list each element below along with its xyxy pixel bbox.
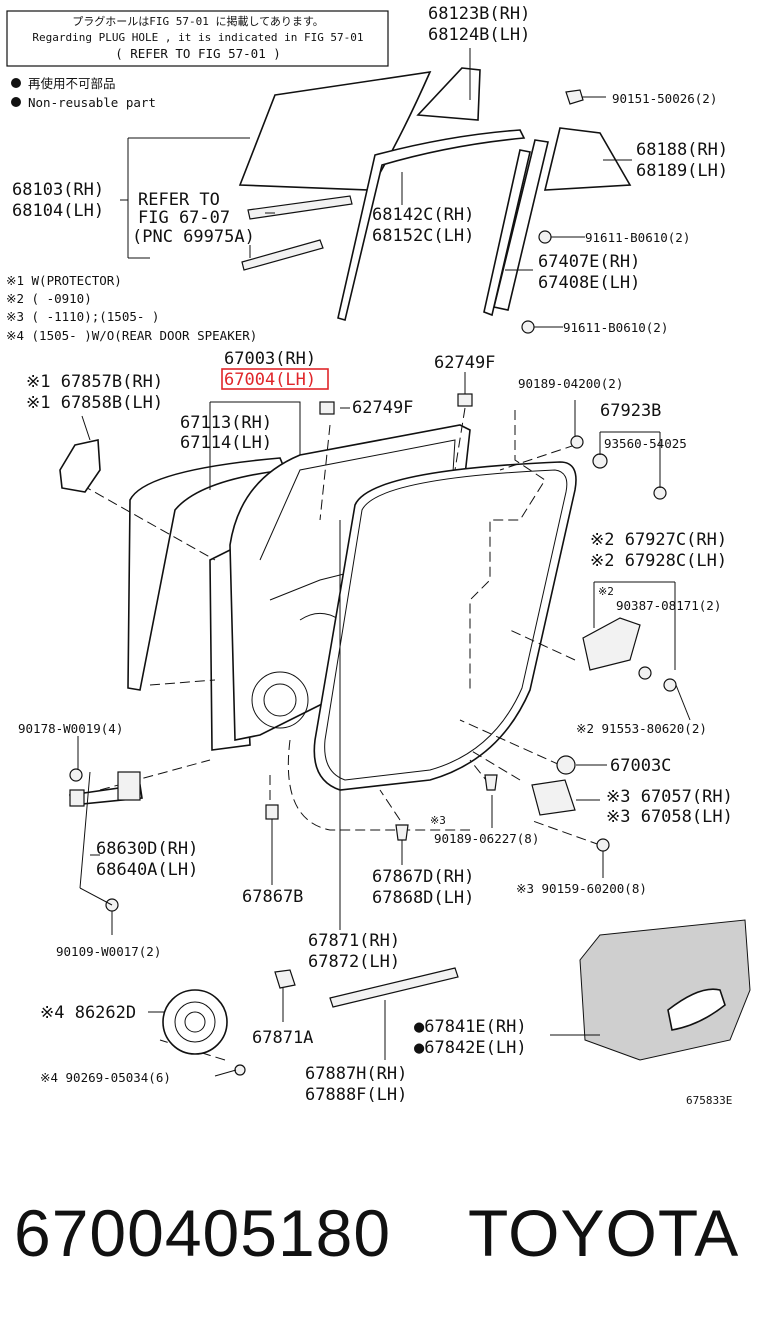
label-67888F: 67888F(LH) xyxy=(305,1085,407,1105)
label-67408E: 67408E(LH) xyxy=(538,273,640,293)
label-67842E: ●67842E(LH) xyxy=(414,1038,527,1058)
label-67887H: 67887H(RH) xyxy=(305,1064,407,1084)
label-68123B: 68123B(RH) xyxy=(428,4,530,24)
label-91611-a: 91611-B0610(2) xyxy=(585,230,690,245)
label-90109: 90109-W0017(2) xyxy=(56,944,161,959)
label-67003: 67003(RH) xyxy=(224,349,316,369)
brand-name: TOYOTA xyxy=(468,1196,740,1270)
label-67114: 67114(LH) xyxy=(180,433,272,453)
label-90189-b: 90189-06227(8) xyxy=(434,831,539,846)
label-68124B: 68124B(LH) xyxy=(428,25,530,45)
refer-line-2: FIG 67-07 xyxy=(138,208,230,228)
notes: ※1 W(PROTECTOR) ※2 ( -0910) ※3 ( -1110);… xyxy=(6,273,257,343)
protector-part xyxy=(59,439,101,493)
label-67057: ※3 67057(RH) xyxy=(606,787,733,807)
legend-jp: 再使用不可部品 xyxy=(28,76,116,91)
label-67113: 67113(RH) xyxy=(180,413,272,433)
refer-line-3: (PNC 69975A) xyxy=(132,227,255,247)
label-67923B: 67923B xyxy=(600,401,661,421)
note-2: ※2 ( -0910) xyxy=(6,291,92,306)
label-90269: ※4 90269-05034(6) xyxy=(40,1070,171,1085)
door-glass xyxy=(238,67,632,321)
notice-refer: ( REFER TO FIG 57-01 ) xyxy=(115,46,281,61)
label-68630D: 68630D(RH) xyxy=(96,839,198,859)
part-number: 6700405180 xyxy=(14,1196,392,1270)
label-67867D: 67867D(RH) xyxy=(372,867,474,887)
label-67872: 67872(LH) xyxy=(308,952,400,972)
note-3: ※3 ( -1110);(1505- ) xyxy=(6,309,159,324)
label-90178: 90178-W0019(4) xyxy=(18,721,123,736)
legend-dot-icon xyxy=(11,97,21,107)
label-90189-b-mark: ※3 xyxy=(430,814,446,827)
notice-line-en: Regarding PLUG HOLE , it is indicated in… xyxy=(32,31,363,44)
label-67858B: ※1 67858B(LH) xyxy=(26,393,163,413)
label-90387-mark: ※2 xyxy=(598,585,614,598)
door-weatherstrip xyxy=(313,461,577,791)
legend: 再使用不可部品 Non-reusable part xyxy=(11,76,156,110)
label-67927C: ※2 67927C(RH) xyxy=(590,530,727,550)
speaker-part xyxy=(162,989,228,1055)
label-68152C: 68152C(LH) xyxy=(372,226,474,246)
label-67867B: 67867B xyxy=(242,887,303,907)
label-90189-a: 90189-04200(2) xyxy=(518,376,623,391)
note-1: ※1 W(PROTECTOR) xyxy=(6,273,122,288)
leader-lines xyxy=(77,48,691,1077)
figure-code: 675833E xyxy=(686,1094,732,1107)
label-67004-highlighted: 67004(LH) xyxy=(224,370,316,390)
label-68104: 68104(LH) xyxy=(12,201,104,221)
label-93560: 93560-54025 xyxy=(604,436,687,451)
label-68640A: 68640A(LH) xyxy=(96,860,198,880)
parts-diagram: プラグホールはFIG 57-01 に掲載してあります。 Regarding PL… xyxy=(6,4,751,1107)
belt-moulding xyxy=(274,967,459,1008)
label-68103: 68103(RH) xyxy=(12,180,104,200)
lock-part xyxy=(531,617,641,816)
refer-line-1: REFER TO xyxy=(138,190,220,210)
label-91611-b: 91611-B0610(2) xyxy=(563,320,668,335)
label-90159: ※3 90159-60200(8) xyxy=(516,881,647,896)
label-68188: 68188(RH) xyxy=(636,140,728,160)
label-67841E: ●67841E(RH) xyxy=(414,1017,527,1037)
label-68189: 68189(LH) xyxy=(636,161,728,181)
label-67058: ※3 67058(LH) xyxy=(606,807,733,827)
highlight-box xyxy=(221,368,329,390)
label-91553: ※2 91553-80620(2) xyxy=(576,721,707,736)
label-67871: 67871(RH) xyxy=(308,931,400,951)
notice-box: プラグホールはFIG 57-01 に掲載してあります。 Regarding PL… xyxy=(6,10,389,67)
part-labels: 68123B(RH) 68124B(LH) 90151-50026(2) 681… xyxy=(12,4,733,1107)
label-90151: 90151-50026(2) xyxy=(612,91,717,106)
legend-en: Non-reusable part xyxy=(28,95,156,110)
label-67871A: 67871A xyxy=(252,1028,313,1048)
label-67857B: ※1 67857B(RH) xyxy=(26,372,163,392)
label-90387: 90387-08171(2) xyxy=(616,598,721,613)
service-hole-cover xyxy=(579,919,751,1061)
label-67868D: 67868D(LH) xyxy=(372,888,474,908)
label-67928C: ※2 67928C(LH) xyxy=(590,551,727,571)
label-67407E: 67407E(RH) xyxy=(538,252,640,272)
label-62749F-b: 62749F xyxy=(352,398,413,418)
note-4: ※4 (1505- )W/O(REAR DOOR SPEAKER) xyxy=(6,328,257,343)
label-62749F-a: 62749F xyxy=(434,353,495,373)
label-67003C: 67003C xyxy=(610,756,671,776)
label-68142C: 68142C(RH) xyxy=(372,205,474,225)
legend-dot-icon xyxy=(11,78,21,88)
notice-line-jp: プラグホールはFIG 57-01 に掲載してあります。 xyxy=(72,14,323,28)
label-86262D: ※4 86262D xyxy=(40,1003,136,1023)
fasteners xyxy=(69,89,677,1076)
